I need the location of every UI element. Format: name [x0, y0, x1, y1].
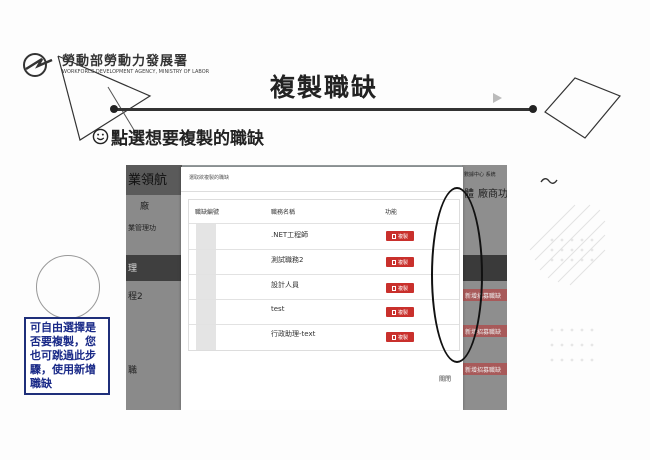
column-header-actions: 功能 — [385, 209, 398, 216]
copy-button-label: 複製 — [397, 285, 408, 292]
modal-divider — [181, 191, 463, 192]
smiley-icon — [92, 128, 109, 145]
highlight-oval — [431, 187, 483, 363]
slide-subtitle-text: 點選想要複製的職缺 — [111, 129, 264, 149]
table-divider — [189, 274, 459, 275]
background-left-item: 廠 — [140, 202, 150, 212]
copy-icon — [391, 259, 396, 265]
background-right-item: 體 — [464, 189, 474, 200]
instruction-callout: 可自由選擇是否要複製，您也可跳過此步驟，使用新增職缺 — [24, 317, 110, 395]
job-title-cell: 設計人員 — [271, 281, 299, 289]
copy-button[interactable]: 複製 — [386, 283, 414, 293]
background-add-job-button: 新增招募職缺 — [463, 363, 507, 375]
agency-logo: 勞動部勞動力發展署 WORKFORCE DEVELOPMENT AGENCY, … — [22, 52, 209, 78]
table-divider — [189, 299, 459, 300]
slide-subtitle: 點選想要複製的職缺 — [92, 124, 264, 149]
close-button[interactable]: 關閉 — [439, 376, 452, 383]
copy-button[interactable]: 複製 — [386, 332, 414, 342]
title-underline-dot-left — [110, 105, 118, 113]
slide-title: 複製職缺 — [270, 73, 379, 102]
copy-button-label: 複製 — [397, 259, 408, 266]
agency-logo-text: 勞動部勞動力發展署 WORKFORCE DEVELOPMENT AGENCY, … — [62, 54, 209, 76]
modal-title: 選取欲複製的職缺 — [189, 175, 230, 181]
job-title-cell: test — [271, 305, 285, 313]
job-title-cell: .NET工程師 — [271, 231, 309, 239]
copy-icon — [391, 334, 396, 340]
background-header-left — [126, 165, 182, 195]
background-left-item: 程2 — [128, 292, 143, 302]
background-brand: 業領航 — [128, 173, 168, 188]
job-id-column — [196, 224, 216, 350]
copy-icon — [391, 285, 396, 291]
agency-logo-icon — [23, 53, 53, 77]
copy-button-label: 複製 — [397, 233, 408, 240]
background-right-item: 廠商功 — [478, 189, 507, 200]
background-left-item: 業管理功 — [128, 224, 156, 232]
title-underline-dot-right — [529, 105, 537, 113]
background-sidebar-band — [126, 255, 182, 281]
table-divider — [189, 324, 459, 325]
job-title-cell: 行政助理-text — [271, 330, 316, 338]
job-table: 職缺編號 職務名稱 功能 .NET工程師 複製 測試職務2 複製 設計人員 複製… — [188, 199, 460, 351]
decorative-circle — [36, 255, 100, 319]
copy-button-label: 複製 — [397, 309, 408, 316]
copy-button[interactable]: 複製 — [386, 307, 414, 317]
table-divider — [189, 249, 459, 250]
copy-icon — [391, 309, 396, 315]
squiggle-decoration — [540, 178, 558, 184]
agency-name-english: WORKFORCE DEVELOPMENT AGENCY, MINISTRY O… — [62, 69, 210, 75]
job-title-cell: 測試職務2 — [271, 256, 304, 264]
play-icon — [493, 93, 502, 103]
background-sidebar — [126, 165, 182, 410]
title-underline — [112, 108, 532, 111]
agency-name: 勞動部勞動力發展署 — [62, 54, 189, 69]
app-screenshot: 業領航 廠 業管理功 理 程2 職 數據中心 系統 體 廠商功 新增招募職缺 新… — [126, 165, 507, 410]
background-left-item: 理 — [128, 264, 138, 274]
table-divider — [189, 223, 459, 224]
copy-button[interactable]: 複製 — [386, 257, 414, 267]
copy-button[interactable]: 複製 — [386, 231, 414, 241]
column-header-job-id: 職缺編號 — [195, 209, 220, 216]
column-header-job-title: 職務名稱 — [271, 209, 296, 216]
copy-icon — [391, 233, 396, 239]
copy-button-label: 複製 — [397, 334, 408, 341]
background-left-item: 職 — [128, 366, 138, 376]
background-right-item: 數據中心 系統 — [464, 172, 496, 178]
copy-job-modal: 選取欲複製的職缺 職缺編號 職務名稱 功能 .NET工程師 複製 測試職務2 複… — [181, 167, 483, 410]
